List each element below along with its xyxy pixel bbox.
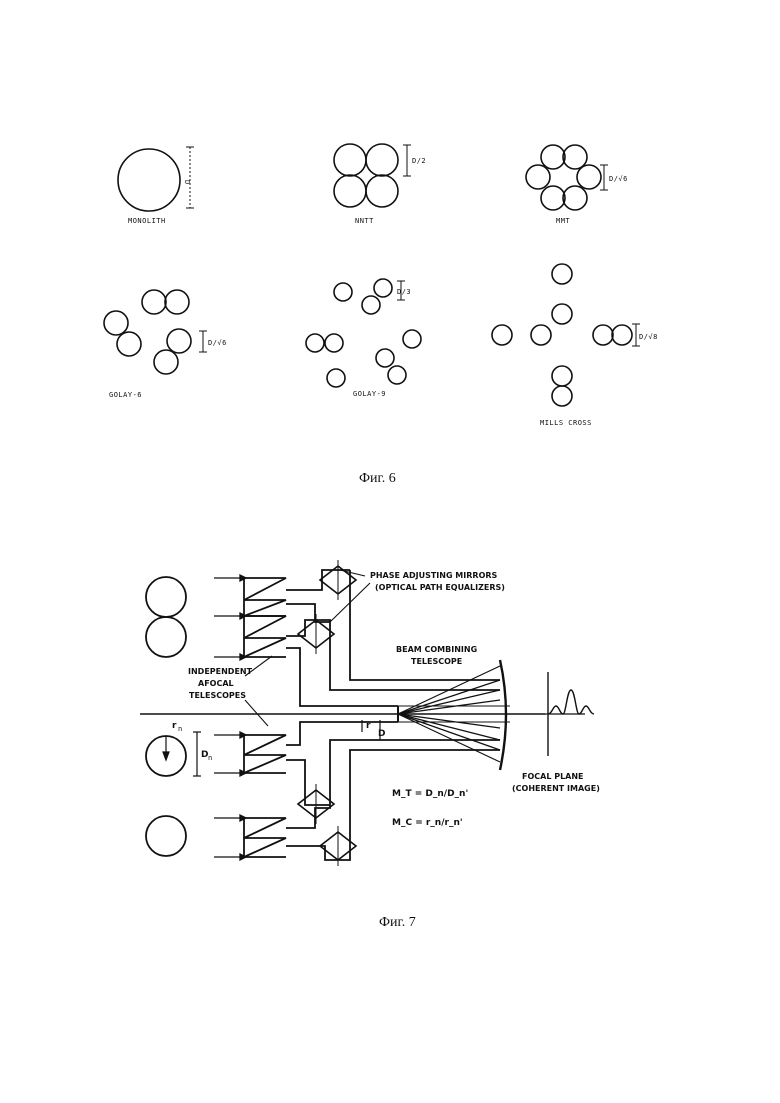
rn-subscript: n [178, 725, 183, 733]
monolith-label: MONOLITH [128, 217, 166, 225]
mmt-dim: D/√6 [609, 175, 628, 183]
mmt-aperture [526, 145, 608, 210]
figure7-caption: Фиг. 7 [379, 915, 416, 930]
nntt-aperture [334, 144, 411, 207]
mills-cross-dim: D/√8 [639, 333, 658, 341]
rn-symbol: r [172, 721, 177, 731]
mmt-label: MMT [556, 217, 570, 225]
phase-mirrors-label-2: (OPTICAL PATH EQUALIZERS) [375, 583, 505, 592]
magnification-equation-combiner: M_C = r_n/r_n' [392, 818, 463, 828]
dn-prime-symbol: D [378, 729, 385, 739]
figure6-caption: Фиг. 6 [359, 471, 396, 486]
monolith-dim: D [183, 180, 191, 185]
magnification-equation-telescope: M_T = D_n/D_n' [392, 789, 468, 799]
dn-subscript: n [208, 754, 213, 762]
aperture-dimension-marks [163, 720, 380, 776]
golay6-dim: D/√6 [208, 339, 227, 347]
nntt-label: NNTT [355, 217, 374, 225]
focal-plane-label-1: FOCAL PLANE [522, 772, 584, 781]
independent-telescopes-label-3: TELESCOPES [189, 691, 246, 700]
independent-telescopes-label-1: INDEPENDENT [188, 667, 253, 676]
beam-combining-label-2: TELESCOPE [411, 657, 462, 666]
golay6-aperture [104, 290, 207, 374]
figure-7 [140, 560, 594, 866]
independent-telescopes-label-2: AFOCAL [198, 679, 234, 688]
beam-combining-label-1: BEAM COMBINING [396, 645, 477, 654]
mills-cross-label: MILLS CROSS [540, 419, 592, 427]
sub-aperture-circles [146, 577, 186, 856]
phase-mirrors-label-1: PHASE ADJUSTING MIRRORS [370, 571, 498, 580]
golay9-dim: D/3 [397, 288, 411, 296]
afocal-telescopes [244, 578, 286, 857]
nntt-dim: D/2 [412, 157, 426, 165]
golay9-label: GOLAY-9 [353, 390, 386, 398]
focal-plane-label-2: (COHERENT IMAGE) [512, 784, 600, 793]
monolith-aperture [118, 147, 194, 211]
rn-prime-symbol: r [366, 721, 371, 731]
input-rays [214, 575, 246, 860]
mills-cross-aperture [492, 264, 640, 406]
beam-combiner [395, 660, 510, 770]
golay6-label: GOLAY-6 [109, 391, 142, 399]
